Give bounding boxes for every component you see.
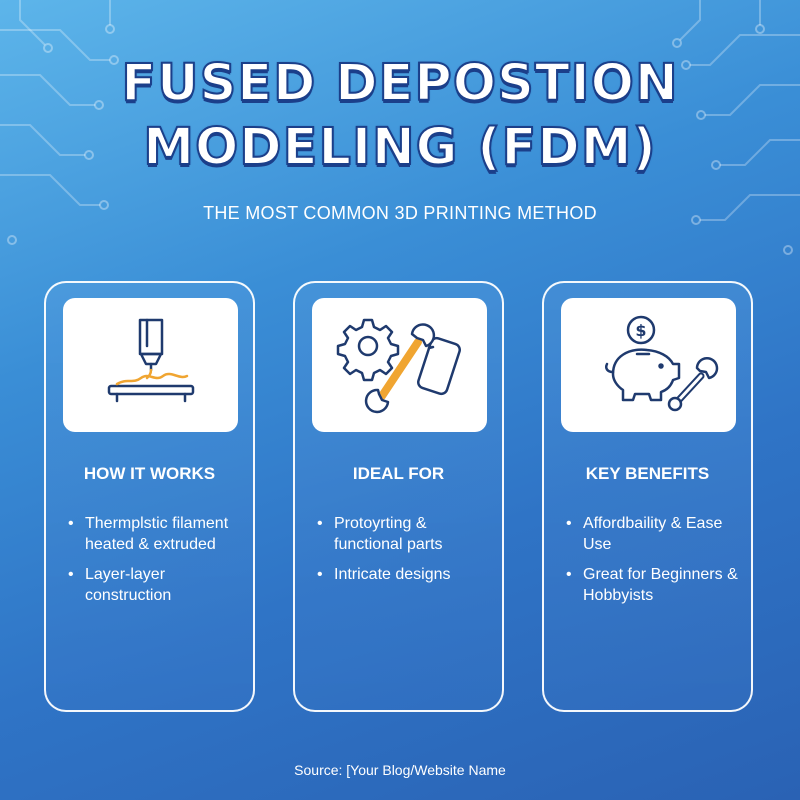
source-credit: Source: [Your Blog/Website Name — [294, 762, 506, 778]
page-title: FUSED DEPOSTION MODELING (FDM) — [0, 52, 800, 180]
list-item: • Intricate designs — [317, 564, 494, 585]
bullet-text: Intricate designs — [334, 566, 451, 583]
svg-text:$: $ — [635, 321, 646, 340]
card-icon-panel: $ — [561, 298, 736, 432]
piggy-bank-wrench-icon: $ — [605, 315, 719, 412]
bullet-text: Great for Beginners & Hobbyists — [583, 566, 738, 604]
card-icon-panel — [312, 298, 487, 432]
card-key-benefits: $ KEY BENEFITS • Affordbaility & Ease Use… — [542, 281, 753, 712]
bullet-text: Thermplstic filament heated & extruded — [85, 515, 229, 553]
bullet-text: Affordbaility & Ease Use — [583, 515, 723, 553]
bullet-dot: • — [68, 515, 74, 532]
page-subtitle: THE MOST COMMON 3D PRINTING METHOD — [203, 203, 597, 223]
list-item: • Protoyrting & functional parts — [317, 513, 494, 555]
card-ideal-for: IDEAL FOR • Protoyrting & functional part… — [293, 281, 504, 712]
bullet-dot: • — [566, 515, 572, 532]
card-heading: HOW IT WORKS — [83, 464, 216, 483]
bullet-dot: • — [68, 566, 74, 583]
bullet-dot: • — [317, 566, 323, 583]
bullet-list: • Protoyrting & functional parts • Intrica… — [317, 513, 494, 594]
page-title-line-1: FUSED DEPOSTION — [120, 53, 679, 114]
card-heading: KEY BENEFITS — [585, 464, 710, 483]
bullet-dot: • — [317, 515, 323, 532]
card-heading: IDEAL FOR — [352, 464, 445, 483]
list-item: • Affordbaility & Ease Use — [566, 513, 743, 555]
gear-wrench-phone-icon — [336, 318, 461, 414]
card-how-it-works: HOW IT WORKS • Thermplstic filament heate… — [44, 281, 255, 712]
bullet-list: • Affordbaility & Ease Use • Great for Beg… — [566, 513, 743, 615]
page-title-line-2: MODELING (FDM) — [142, 117, 657, 178]
3d-printer-nozzle-icon — [107, 318, 195, 403]
bullet-dot: • — [566, 566, 572, 583]
list-item: • Layer-layer construction — [68, 564, 245, 606]
bullet-text: Layer-layer construction — [85, 566, 172, 604]
bullet-list: •Thermplstic filament heated & extruded … — [68, 513, 245, 615]
list-item: • Great for Beginners & Hobbyists — [566, 564, 743, 606]
list-item: • Thermplstic filament heated & extruded — [68, 513, 245, 555]
bullet-text: Protoyrting & functional parts — [334, 515, 443, 553]
card-icon-panel — [63, 298, 238, 432]
